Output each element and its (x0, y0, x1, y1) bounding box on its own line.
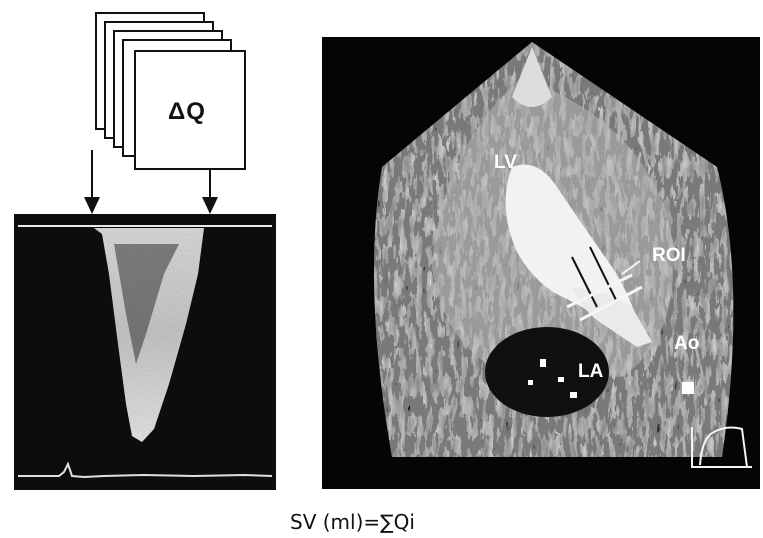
echo-apical-view-panel: LV ROI Ao LA (322, 37, 760, 489)
echo-image (322, 37, 760, 489)
doppler-spectrum (14, 214, 276, 490)
arrow-left-head (84, 197, 100, 214)
ecg-trace (18, 464, 272, 477)
speck-5 (682, 382, 694, 394)
speck-3 (558, 377, 564, 382)
lv-label: LV (494, 152, 517, 174)
la-label: LA (578, 361, 603, 383)
speck-2 (528, 380, 533, 385)
ao-label: Ao (674, 333, 699, 355)
stroke-volume-formula: SV (ml)=∑Qi (290, 510, 415, 534)
arrow-right-head (202, 197, 218, 214)
roi-label: ROI (652, 245, 686, 267)
speck-1 (540, 359, 546, 367)
speck-4 (570, 392, 577, 398)
doppler-spectrum-panel (14, 214, 276, 490)
